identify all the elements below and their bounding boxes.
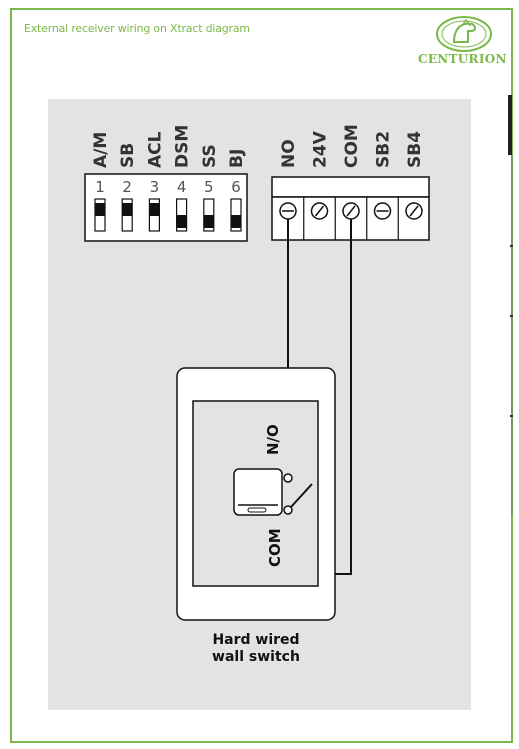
terminal-label-com: COM — [342, 124, 362, 168]
terminal-label-no: NO — [279, 139, 299, 168]
terminal-screw-sb4 — [405, 202, 423, 220]
dip-label-4: DSM — [173, 125, 193, 168]
terminal-label-sb4: SB4 — [405, 131, 425, 168]
brand-logo-text: CENTURION — [418, 52, 507, 66]
dip-number-1: 1 — [95, 178, 105, 196]
page-edge-marks — [508, 95, 513, 515]
dip-knob-6 — [231, 215, 241, 228]
dip-knob-5 — [203, 215, 214, 228]
switch-no-label: N/O — [264, 424, 282, 455]
dip-label-1: A/M — [91, 132, 111, 168]
caption-line-1: Hard wired — [212, 632, 300, 648]
switch-com-label: COM — [266, 528, 284, 567]
page-title: External receiver wiring on Xtract diagr… — [24, 22, 250, 35]
caption-line-2: wall switch — [212, 649, 300, 665]
wall-switch-caption: Hard wired wall switch — [176, 632, 336, 666]
switch-contact-com — [283, 505, 293, 515]
terminal-label-24v: 24V — [311, 130, 331, 168]
rocker-switch-icon — [233, 468, 283, 516]
switch-contact-no — [283, 473, 293, 483]
dip-label-5: SS — [200, 144, 220, 168]
dip-switch-block — [84, 173, 248, 242]
dip-label-2: SB — [118, 143, 138, 168]
dip-knob-3 — [149, 203, 160, 216]
dip-number-6: 6 — [231, 178, 241, 196]
dip-knob-1 — [95, 203, 105, 216]
terminal-screw-no — [279, 202, 297, 220]
dip-number-4: 4 — [177, 178, 187, 196]
dip-label-3: ACL — [145, 131, 165, 168]
terminal-screw-24v — [310, 202, 329, 220]
dip-number-5: 5 — [204, 178, 214, 196]
dip-number-3: 3 — [150, 178, 160, 196]
dip-label-6: BJ — [227, 149, 247, 168]
dip-knob-2 — [122, 203, 133, 216]
terminal-screw-com — [342, 202, 360, 220]
switch-lever — [290, 483, 313, 508]
centurion-logo-icon — [436, 16, 492, 52]
dip-number-2: 2 — [122, 178, 132, 196]
terminal-block-top — [271, 176, 430, 198]
dip-knob-4 — [176, 215, 187, 228]
terminal-screw-sb2 — [373, 202, 392, 220]
terminal-label-sb2: SB2 — [374, 131, 394, 168]
